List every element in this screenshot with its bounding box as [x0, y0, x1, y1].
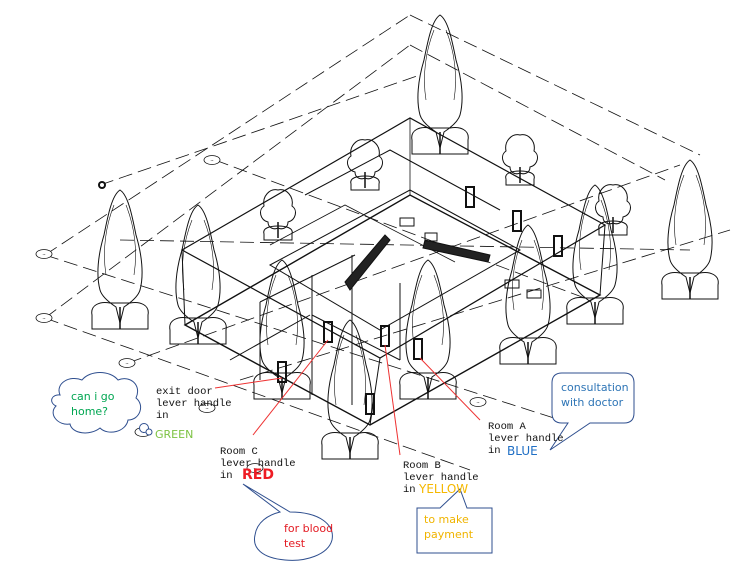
callout-room-a-text-line1: consultation	[561, 381, 629, 394]
north-arrow-icon	[98, 181, 106, 189]
callout-thought-cloud	[51, 372, 153, 436]
callout-oval	[242, 483, 333, 561]
room-a-label-line3: in	[488, 445, 501, 457]
room-c-label-line2: lever handle	[220, 458, 296, 470]
callout-exit-text-line2: home?	[71, 405, 109, 418]
exit-door-color-green: GREEN	[155, 428, 194, 441]
callout-room-c-text-line2: test	[284, 537, 306, 550]
room-b-label-line1: Room B	[403, 460, 441, 472]
callout-exit-text-line1: can i go	[71, 390, 115, 403]
room-a-label-line2: lever handle	[488, 433, 564, 445]
callout-room-b-text-line1: to make	[424, 513, 469, 526]
exit-door-label-line3: in	[156, 410, 169, 422]
room-c-label-line1: Room C	[220, 446, 258, 458]
building-slab	[180, 117, 607, 426]
room-b-label-line2: lever handle	[403, 472, 479, 484]
callout-rounded-rectangle	[549, 372, 635, 451]
room-a-color-blue: BLUE	[507, 444, 538, 458]
doors	[277, 186, 563, 415]
exit-door-label-line1: exit door	[156, 386, 213, 398]
room-b-color-yellow: YELLOW	[419, 482, 469, 496]
room-b-label-line3: in	[403, 484, 416, 496]
callout-room-c-text-line1: for blood	[284, 522, 334, 535]
callout-room-a-text-line2: with doctor	[561, 396, 624, 409]
callout-room-b-text-line2: payment	[424, 528, 474, 541]
leader-lines	[214, 339, 481, 456]
room-a-label-line1: Room A	[488, 421, 526, 433]
furniture	[399, 217, 542, 299]
staircase	[344, 234, 491, 291]
exit-door-label-line2: lever handle	[156, 398, 232, 410]
callout-rectangle	[416, 488, 493, 554]
room-c-label-line3: in	[220, 470, 233, 482]
grid-lines	[44, 14, 731, 471]
room-c-color-red: RED	[242, 467, 274, 483]
